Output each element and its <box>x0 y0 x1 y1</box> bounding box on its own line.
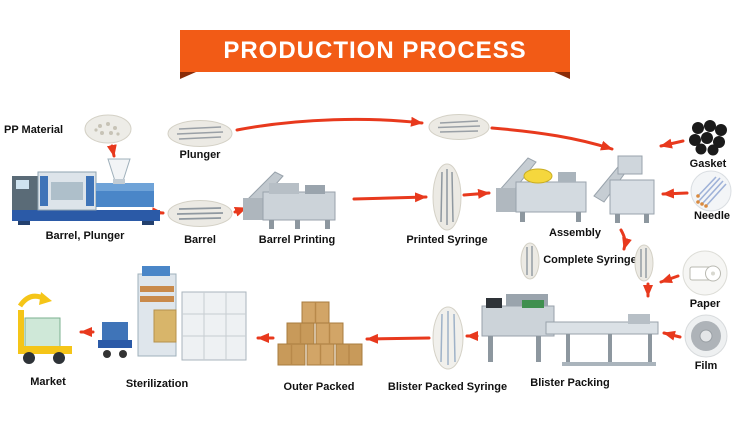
arrow-gasket-to-assembly <box>659 138 685 149</box>
arrow-conveyed-to-assembly <box>490 126 614 151</box>
paper-image <box>682 250 728 296</box>
needle-label: Needle <box>693 210 731 222</box>
barrel-image <box>167 200 233 227</box>
arrow-film-to-blister <box>662 330 682 341</box>
injection-molding-machine-image <box>10 156 162 226</box>
market-label: Market <box>30 376 66 388</box>
barrel-plunger-label: Barrel, Plunger <box>45 230 125 242</box>
film-label: Film <box>694 360 718 372</box>
arrow-ppmaterial-to-machine <box>106 144 117 158</box>
banner-fold-left <box>180 72 196 79</box>
outer-packed-label: Outer Packed <box>283 381 355 393</box>
complete-syringe-image-left <box>520 242 540 280</box>
arrow-packed-to-outer <box>365 333 431 344</box>
complete-syringe-image-right <box>634 244 654 282</box>
assembly-machine-image <box>494 150 662 228</box>
printed-syringe-image <box>432 163 462 231</box>
arrow-plunger-to-conveyed <box>235 116 424 132</box>
arrow-paper-to-blister <box>659 273 680 284</box>
arrow-assembly-to-complete <box>619 228 632 251</box>
gasket-image <box>686 118 730 156</box>
pp-material-image <box>84 114 132 144</box>
banner-title: PRODUCTION PROCESS <box>223 37 527 64</box>
gasket-label: Gasket <box>689 158 727 170</box>
assembly-label: Assembly <box>549 227 601 239</box>
blister-packing-machine-image <box>476 288 664 370</box>
outer-packed-image <box>276 296 364 370</box>
barrel-label: Barrel <box>184 234 216 246</box>
arrow-printing-to-syringe <box>352 192 428 203</box>
arrow-needle-to-assembly <box>661 188 689 199</box>
sterilization-machine-image <box>96 262 254 370</box>
plunger-label: Plunger <box>179 149 221 161</box>
banner: PRODUCTION PROCESS <box>180 30 570 72</box>
printed-syringe-label: Printed Syringe <box>406 234 488 246</box>
barrel-printing-label: Barrel Printing <box>258 234 336 246</box>
arrow-syringe-to-assembly <box>462 188 491 199</box>
blister-packed-syringe-image <box>432 306 464 370</box>
pp-material-label: PP Material <box>4 124 64 136</box>
plunger-conveyed-image <box>428 114 490 140</box>
sterilization-label: Sterilization <box>125 378 189 390</box>
film-image <box>684 314 728 358</box>
complete-syringe-label: Complete Syringe <box>543 254 637 266</box>
blister-packed-syringe-label: Blister Packed Syringe <box>387 381 508 393</box>
barrel-printing-machine-image <box>243 166 351 230</box>
market-image <box>10 286 88 366</box>
paper-label: Paper <box>689 298 721 310</box>
blister-packing-label: Blister Packing <box>530 377 610 389</box>
banner-fold-right <box>554 72 570 79</box>
needle-image <box>690 170 732 212</box>
plunger-image <box>167 120 233 147</box>
